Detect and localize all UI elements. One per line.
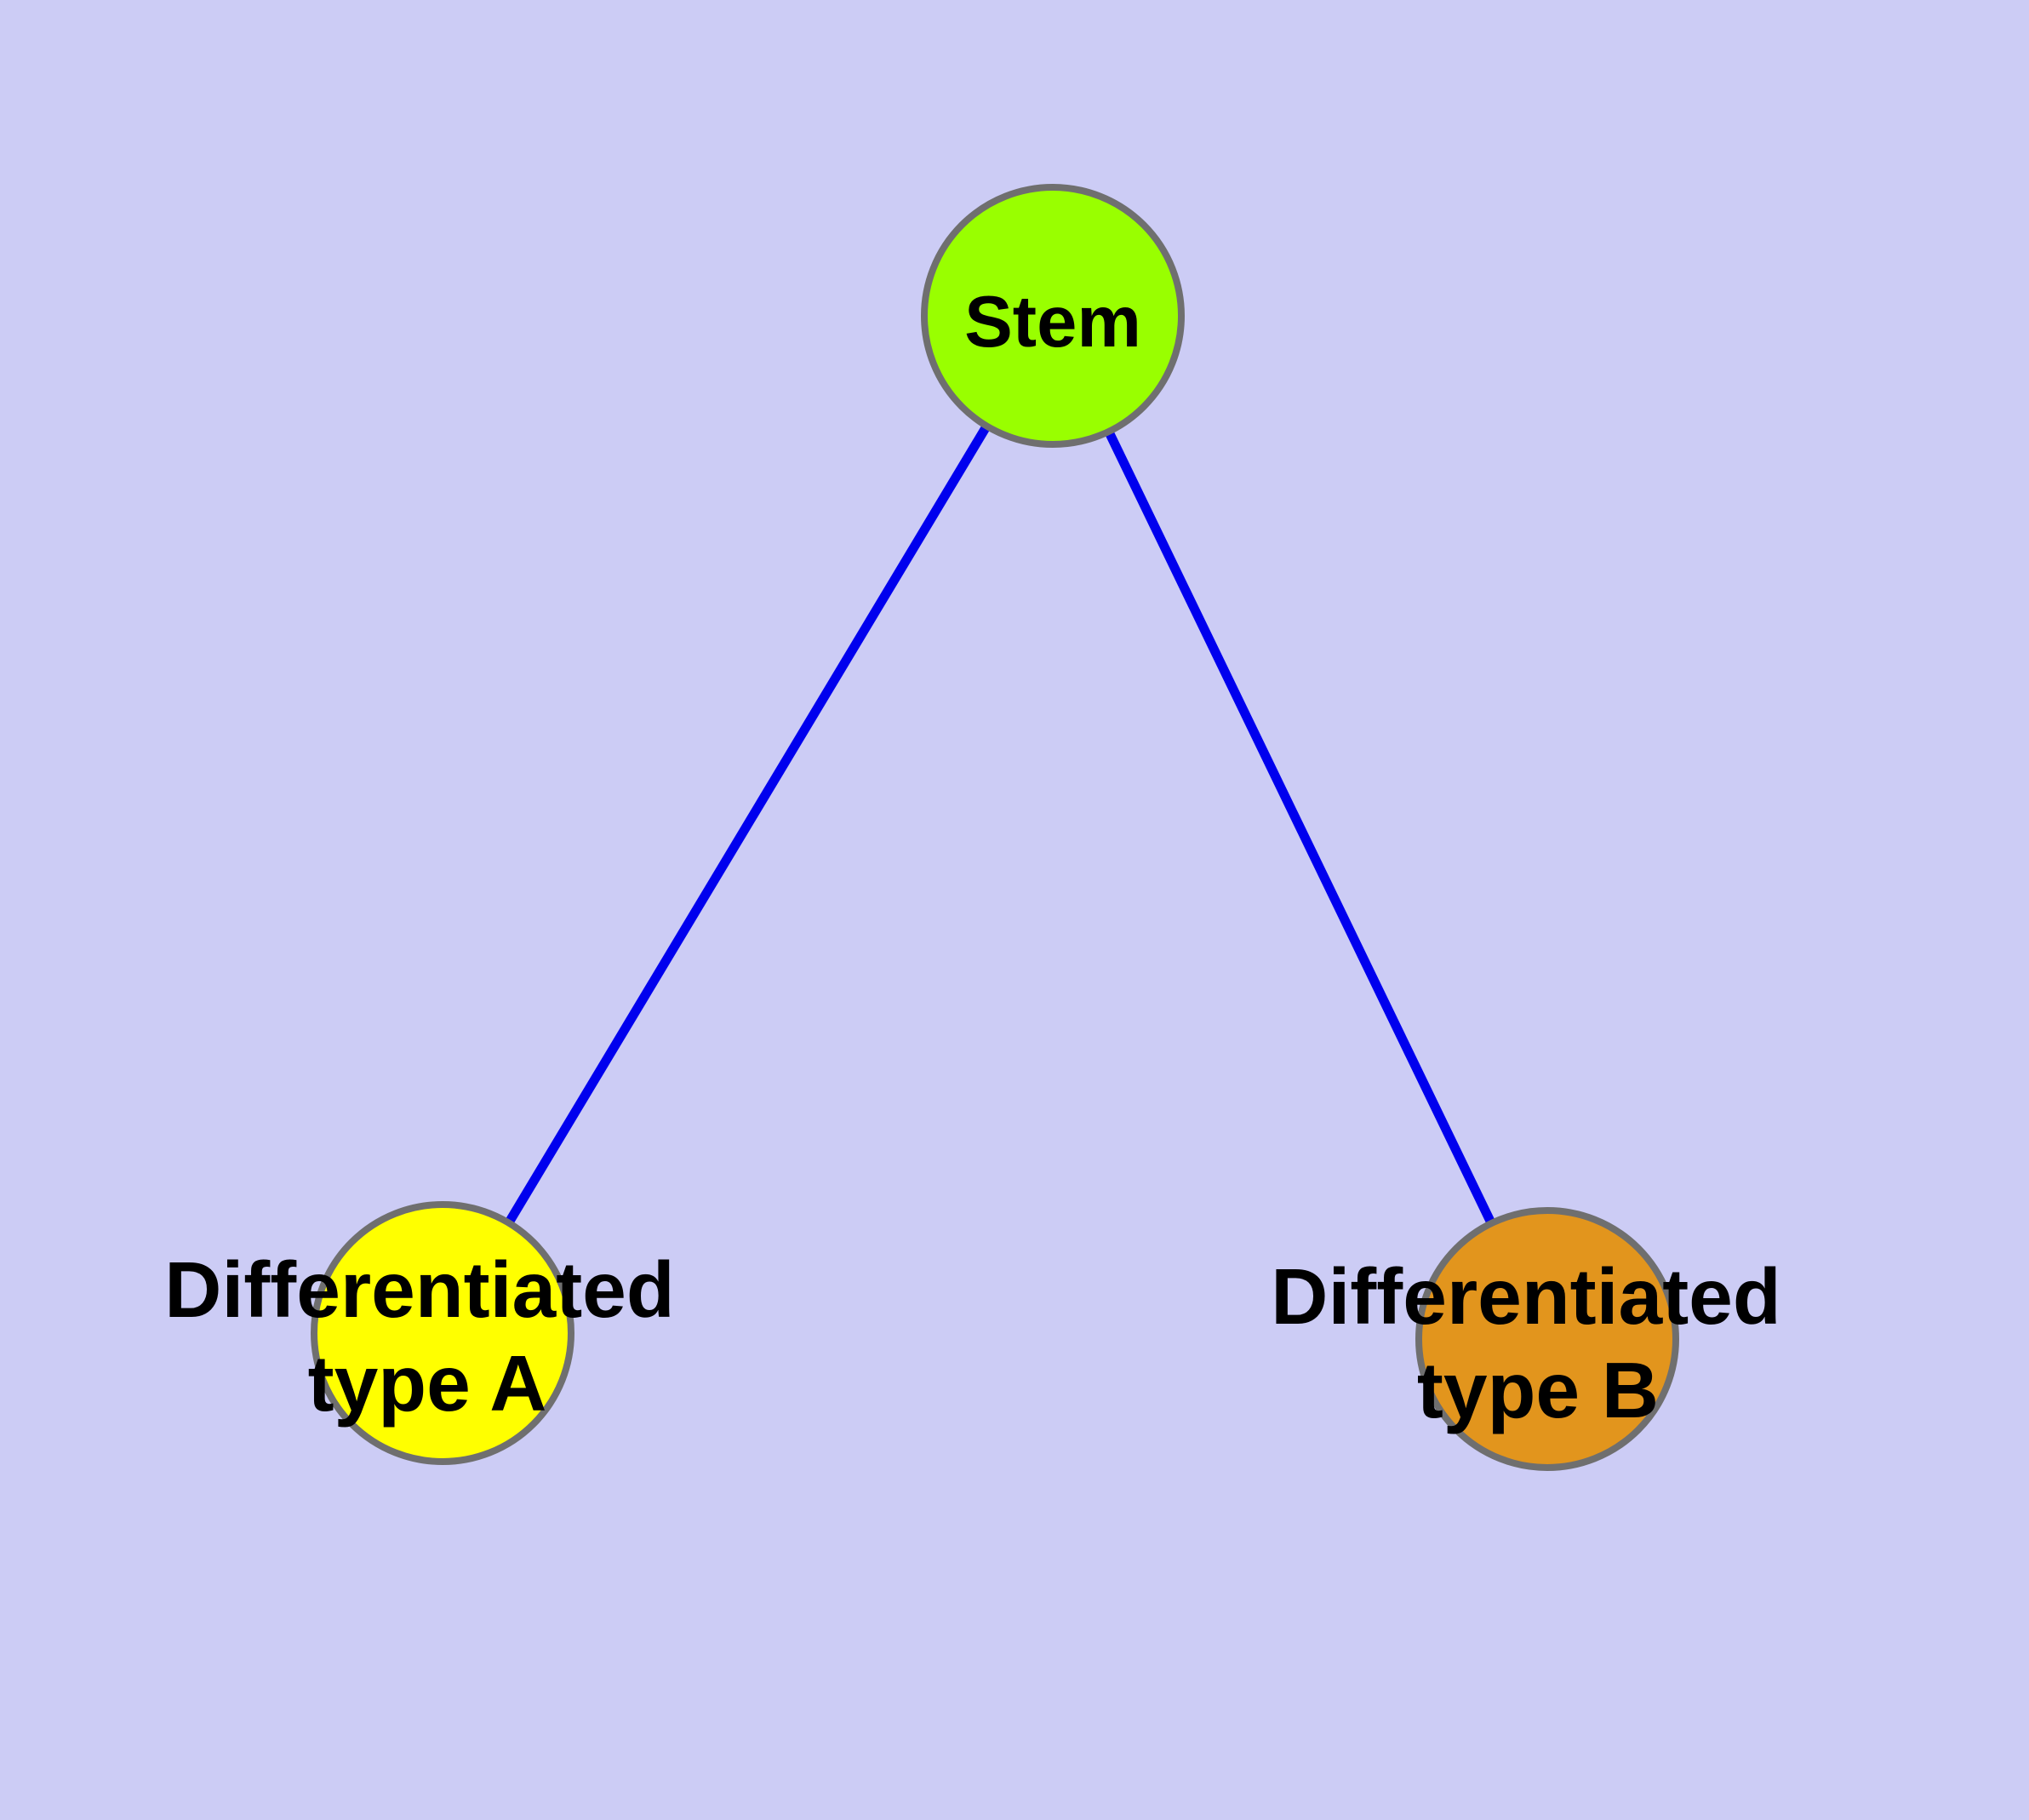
node-group-differentiated-type-a: Differentiated type A bbox=[164, 1201, 675, 1465]
node-label-differentiated-type-b-line1: Differentiated bbox=[1271, 1252, 1780, 1341]
node-stem bbox=[921, 184, 1185, 448]
node-label-differentiated-type-b-line2: type B bbox=[1417, 1346, 1659, 1434]
node-differentiated-type-a bbox=[311, 1201, 574, 1465]
node-label-differentiated-type-a-line2: type A bbox=[308, 1339, 547, 1428]
node-group-stem: Stem bbox=[921, 184, 1185, 448]
node-group-differentiated-type-b: Differentiated type B bbox=[1271, 1207, 1781, 1471]
node-differentiated-type-b bbox=[1415, 1207, 1679, 1471]
node-label-differentiated-type-a-line1: Differentiated bbox=[164, 1245, 674, 1334]
edge-stem-to-type-a bbox=[438, 313, 1057, 1336]
edge-stem-to-type-b bbox=[1049, 313, 1552, 1342]
node-label-stem: Stem bbox=[964, 282, 1141, 363]
